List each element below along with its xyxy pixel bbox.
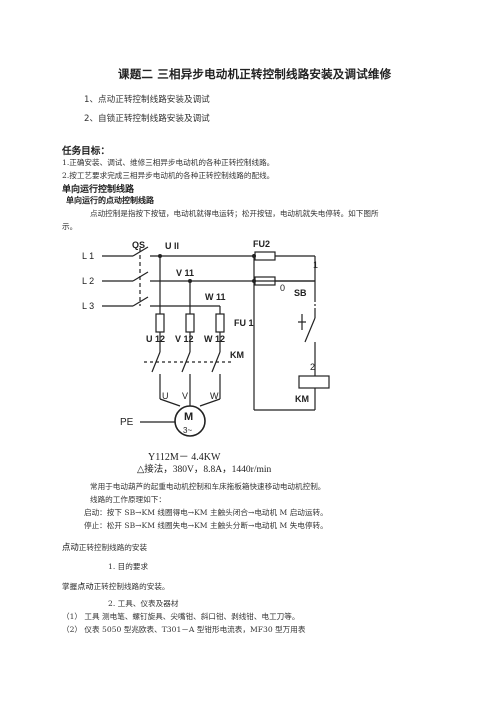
fu1-fuse-1	[155, 313, 165, 333]
goal-1: 1.正确安装、调试、维修三相异步电动机的各种正转控制线路。	[62, 158, 275, 167]
km-coil	[298, 375, 330, 389]
label-fu2: FU2	[253, 239, 270, 249]
label-l2: L 2	[82, 276, 94, 286]
subsection-heading: 单向运行的点动控制线路	[66, 196, 154, 205]
label-pe: PE	[120, 417, 134, 428]
label-v: V	[182, 391, 188, 401]
tools-heading: 2. 工具、仪表及器材	[108, 599, 179, 608]
goal-heading: 任务目标：	[62, 146, 110, 157]
node-2: 2	[310, 362, 315, 372]
label-w12: W 12	[204, 334, 225, 344]
section-heading: 单向运行控制线路	[62, 185, 135, 195]
motor-symbol	[174, 405, 206, 437]
fu2-fuse-top	[254, 251, 276, 261]
label-u12: U 12	[146, 334, 165, 344]
node-0: 0	[280, 283, 285, 293]
circuit-diagram: L 1 L 2 L 3 QS U ll V 11 W 11 FU2 FU 1 S…	[82, 239, 330, 437]
topic-item-1: 1、点动正转控制线路安装及调试	[84, 95, 210, 105]
install-heading: 点动正转控制线路的安装	[62, 541, 147, 553]
intro-line-1: 点动控制是指按下按钮，电动机就得电运转；松开按钮，电动机就失电停转。如下图所	[90, 209, 379, 218]
requirement-prefix: 掌握	[62, 582, 78, 591]
fu1-fuse-3	[215, 313, 225, 333]
label-km-contact: KM	[230, 350, 244, 360]
intro-line-2: 示。	[62, 222, 78, 231]
motor-spec: △接法，380V，8.8A，1440r/min	[137, 465, 272, 475]
label-qs: QS	[132, 240, 145, 250]
goal-2: 2.按工艺要求完成三相异步电动机的各种正转控制线路的配线。	[62, 171, 275, 180]
install-heading-rest: 正转控制线路的安装	[78, 543, 148, 552]
label-fu1: FU 1	[234, 318, 254, 328]
label-l1: L 1	[82, 251, 94, 261]
fu1-fuse-2	[185, 313, 195, 333]
label-w11: W 11	[205, 292, 226, 302]
page-title: 课题二 三相异步电动机正转控制线路安装及调试维修	[118, 67, 392, 81]
label-w: W	[210, 391, 219, 401]
sb-contact	[304, 317, 316, 343]
start-line: 启动：按下 SB→KM 线圈得电→KM 主触头闭合→电动机 M 启动运转。	[84, 508, 328, 517]
requirement-highlight: 点动	[77, 581, 94, 591]
topic-item-2: 2、自锁正转控制线路安装及调试	[84, 114, 210, 124]
usage-line: 常用于电动葫芦的起重电动机控制和车床拖板箱快速移动电动机控制。	[90, 482, 326, 491]
motor-phase-label: 3~	[183, 426, 192, 435]
label-u: U	[162, 391, 169, 401]
requirement-rest: 正转控制线路的安装。	[93, 582, 170, 591]
install-heading-highlight: 点动	[62, 542, 79, 552]
principle-heading: 线路的工作原理如下：	[90, 495, 166, 504]
label-sb: SB	[294, 288, 307, 298]
tools-line-1: （1） 工具 测电笔、螺钉旋具、尖嘴钳、斜口钳、剥线钳、电工刀等。	[62, 612, 300, 621]
requirement-heading: 1. 目的要求	[108, 562, 149, 571]
label-km-coil: KM	[295, 394, 309, 404]
label-v12: V 12	[175, 334, 194, 344]
label-u11: U ll	[165, 241, 179, 251]
tools-line-2: （2） 仪表 5050 型兆欧表、T301－A 型钳形电流表，MF30 型万用表	[62, 625, 306, 634]
node-1: 1	[313, 260, 318, 270]
motor-label: M	[184, 411, 193, 423]
motor-model: Y112M－ 4.4KW	[148, 452, 221, 463]
qs-blade-3	[132, 296, 149, 307]
requirement-text: 掌握点动正转控制线路的安装。	[62, 580, 170, 592]
label-v11: V 11	[176, 268, 194, 278]
label-l3: L 3	[82, 301, 94, 311]
stop-line: 停止：松开 SB→KM 线圈失电→KM 主触头分断→电动机 M 失电停转。	[84, 521, 328, 530]
